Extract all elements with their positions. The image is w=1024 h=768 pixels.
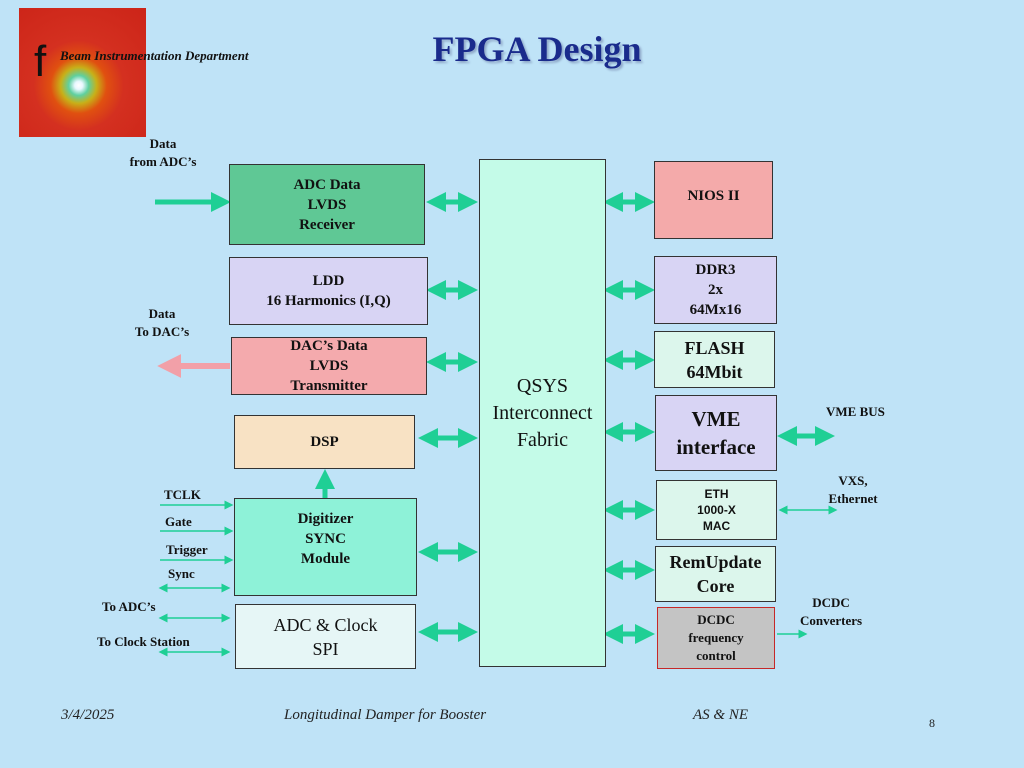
data-to-dac-label: Data To DAC’s	[134, 306, 190, 339]
vme-bus-label: VME BUS	[826, 404, 885, 419]
data-from-adc-label: Data from ADC’s	[129, 136, 197, 169]
page-number: 8	[929, 716, 935, 730]
dsp-block: DSP	[234, 415, 415, 469]
footer-talk-title: Longitudinal Damper for Booster	[284, 707, 487, 723]
gate-label: Gate	[165, 514, 192, 529]
nios-block: NIOS II	[654, 161, 773, 239]
qsys-fabric-block: QSYS Interconnect Fabric	[479, 159, 606, 667]
dcdc-control-block: DCDC frequency control	[657, 607, 775, 669]
to-clock-station-label: To Clock Station	[97, 634, 190, 649]
department-name: Beam Instrumentation Department	[60, 48, 249, 63]
slide-title: FPGA Design	[432, 29, 642, 69]
to-adcs-label: To ADC’s	[102, 599, 156, 614]
sync-module-block: Digitizer SYNC Module	[234, 498, 417, 596]
remupdate-block: RemUpdate Core	[655, 546, 776, 602]
vme-interface-block: VME interface	[655, 395, 777, 471]
adc-data-receiver-block: ADC Data LVDS Receiver	[229, 164, 425, 245]
sync-label: Sync	[168, 566, 195, 581]
footer-authors: AS & NE	[693, 707, 748, 723]
vxs-ethernet-label: VXS, Ethernet	[828, 473, 878, 506]
trigger-label: Trigger	[166, 542, 208, 557]
dcdc-converters-label: DCDC Converters	[799, 595, 863, 628]
department-logo	[19, 8, 146, 137]
tclk-label: TCLK	[164, 487, 201, 502]
footer-date: 3/4/2025	[61, 707, 115, 723]
flash-block: FLASH 64Mbit	[654, 331, 775, 388]
adc-clock-spi-block: ADC & Clock SPI	[235, 604, 416, 669]
eth-mac-block: ETH 1000-X MAC	[656, 480, 777, 540]
logo-letter: f	[34, 37, 47, 86]
dac-transmitter-block: DAC’s Data LVDS Transmitter	[231, 337, 427, 395]
ldd-block: LDD 16 Harmonics (I,Q)	[229, 257, 428, 325]
ddr3-block: DDR3 2x 64Mx16	[654, 256, 777, 324]
